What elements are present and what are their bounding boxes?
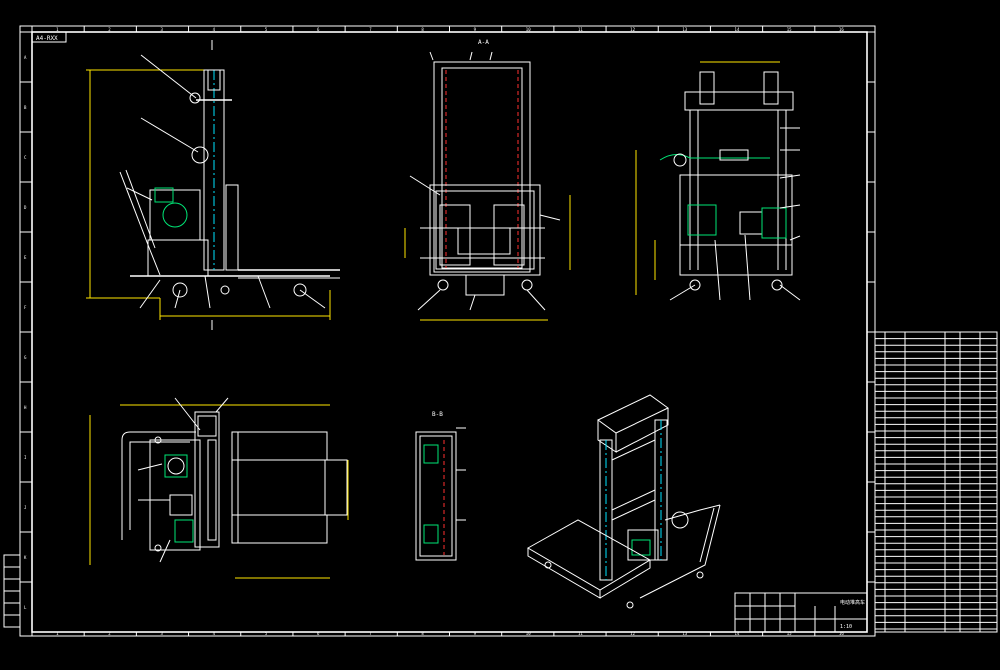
zone-label-top: 6: [317, 27, 320, 32]
front-section-view: A-A: [404, 39, 571, 321]
outer-border: [19, 25, 876, 637]
bom-table: [874, 331, 998, 633]
drawing-scale: 1:10: [840, 624, 852, 630]
drive-wheel: [172, 282, 188, 298]
bom-outline: [874, 331, 998, 633]
stamp-label: A4-RXX: [36, 35, 58, 42]
chassis: [147, 239, 209, 277]
iso-power-unit: [627, 529, 659, 561]
zone-label-top: 10: [526, 27, 531, 32]
zone-label-top: 8: [421, 27, 424, 32]
zone-label-top: 14: [735, 27, 740, 32]
zone-label-top: 13: [682, 631, 687, 636]
top-plan-view: [89, 397, 349, 579]
front-wheel-right: [521, 279, 533, 291]
chain-wheel: [191, 146, 209, 164]
load-wheel: [293, 283, 307, 297]
section-label-top: A-A: [478, 39, 489, 46]
outer-mast-frame: [433, 61, 531, 273]
zone-label-top: 11: [578, 631, 583, 636]
zone-label-side: D: [24, 205, 27, 210]
top-zone-ticks: 1122334455667788991010111112121313141415…: [31, 26, 844, 636]
fork-right-plan: [231, 514, 328, 544]
power-unit-plan: [149, 439, 201, 551]
zone-label-top: 13: [682, 27, 687, 32]
zone-label-top: 2: [108, 27, 111, 32]
zone-label-top: 12: [630, 631, 635, 636]
side-view: [86, 40, 340, 330]
zone-label-top: 6: [317, 631, 320, 636]
title-block-outline: [734, 592, 868, 633]
section-label-small: B-B: [432, 411, 443, 418]
bom-rows: [875, 338, 997, 630]
left-revision-table: [3, 554, 21, 628]
zone-label-side: I: [24, 455, 27, 460]
iso-top-beam: [597, 394, 669, 434]
zone-label-top: 7: [369, 631, 372, 636]
top-crossbeam: [684, 91, 794, 111]
iso-motor: [671, 511, 689, 529]
zone-label-top: 4: [213, 631, 216, 636]
front-wheel-left: [437, 279, 449, 291]
section-body: [415, 431, 457, 561]
zone-label-top: 9: [474, 631, 477, 636]
pulley-top: [189, 92, 201, 104]
rear-wheel-left: [689, 279, 701, 291]
zone-label-top: 2: [108, 631, 111, 636]
iso-handle: [639, 504, 721, 599]
zone-label-side: E: [24, 255, 27, 260]
side-zone-ticks: A B C D E F G H I J K L: [20, 31, 875, 610]
drawing-name: 电动堆高车: [840, 599, 865, 606]
mast-plan: [194, 411, 220, 548]
zone-label-top: 9: [474, 27, 477, 32]
zone-label-side: K: [24, 555, 27, 560]
zone-label-side: F: [24, 305, 27, 310]
handle: [119, 171, 161, 276]
isometric-view: [526, 394, 721, 609]
zone-label-top: 4: [213, 27, 216, 32]
zone-label-side: H: [24, 405, 27, 410]
rear-view: [635, 61, 801, 301]
zone-label-side: C: [24, 155, 27, 160]
zone-label-top: 3: [160, 631, 163, 636]
small-section-view: B-B: [415, 411, 466, 561]
stamp-box: [31, 31, 67, 43]
zone-label-top: 16: [839, 27, 844, 32]
zone-label-top: 3: [160, 27, 163, 32]
zone-label-top: 14: [735, 631, 740, 636]
motor: [162, 202, 188, 228]
zone-label-side: G: [24, 355, 27, 360]
zone-label-top: 10: [526, 631, 531, 636]
power-unit: [149, 189, 201, 241]
fork-carriage: [225, 184, 239, 271]
zone-label-top: 8: [421, 631, 424, 636]
zone-label-top: 5: [265, 631, 268, 636]
title-block: 电动堆高车 1:10: [734, 592, 868, 633]
zone-label-top: 11: [578, 27, 583, 32]
zone-label-top: 1: [56, 631, 59, 636]
fork-block: [457, 227, 511, 255]
handle-plan: [121, 431, 196, 540]
zone-label-top: 16: [839, 631, 844, 636]
inner-border: [31, 31, 868, 633]
rear-frame: [679, 174, 793, 276]
zone-label-top: 7: [369, 27, 372, 32]
zone-label-side: A: [24, 55, 27, 60]
zone-label-top: 12: [630, 27, 635, 32]
zone-label-top: 5: [265, 27, 268, 32]
zone-label-side: B: [24, 105, 27, 110]
fork-left-plan: [231, 431, 328, 461]
zone-label-side: J: [24, 505, 26, 510]
zone-label-side: L: [24, 605, 27, 610]
zone-label-top: 1: [56, 27, 59, 32]
zone-label-top: 15: [787, 631, 792, 636]
control-unit: [687, 204, 717, 236]
zone-label-top: 15: [787, 27, 792, 32]
rear-wheel-right: [771, 279, 783, 291]
